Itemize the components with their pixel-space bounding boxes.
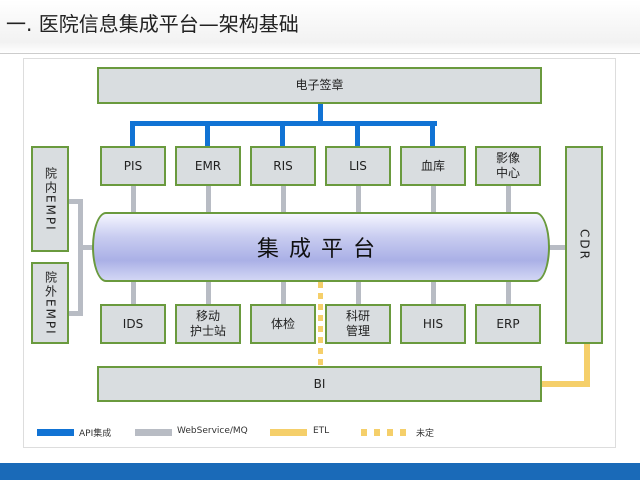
e-signature-box: 电子签章 [97, 67, 542, 104]
legend-etl-label: ETL [313, 426, 330, 436]
ws-connector [548, 245, 565, 250]
system-box-lis: LIS [325, 146, 391, 186]
ws-connector [281, 186, 286, 212]
bi-box: BI [97, 366, 542, 402]
ws-connector [356, 186, 361, 212]
system-box-his: HIS [400, 304, 466, 344]
ws-connector [206, 282, 211, 304]
ws-connector [78, 245, 94, 250]
etl-connector [542, 381, 590, 387]
api-connector [130, 121, 135, 146]
header-background [0, 0, 640, 53]
api-connector [205, 121, 210, 146]
legend-api-label: API集成 [79, 429, 112, 439]
legend-ws-label: WebService/MQ [177, 426, 248, 436]
legend-ws-swatch [135, 429, 172, 436]
cdr-box: CDR [565, 146, 603, 344]
system-box-ris: RIS [250, 146, 316, 186]
page-title: 一. 医院信息集成平台—架构基础 [6, 12, 299, 36]
ws-connector [78, 199, 83, 316]
inner-empi-box: 院内EMPI [31, 146, 69, 252]
ws-connector [281, 282, 286, 304]
integration-platform: 集成平台 [92, 212, 550, 282]
footer-bar [0, 463, 640, 480]
header-divider [0, 53, 640, 54]
api-connector [355, 121, 360, 146]
outer-empi-box: 院外EMPI [31, 262, 69, 344]
ws-connector [69, 199, 83, 204]
ws-connector [131, 282, 136, 304]
system-box-ids: IDS [100, 304, 166, 344]
tbd-connector [318, 282, 323, 366]
legend-etl-swatch [270, 429, 307, 436]
system-box-research: 科研 管理 [325, 304, 391, 344]
system-box-blood-bank: 血库 [400, 146, 466, 186]
ws-connector [431, 282, 436, 304]
ws-connector [206, 186, 211, 212]
etl-connector [584, 344, 590, 387]
ws-connector [69, 311, 83, 316]
legend-tbd-swatch [361, 429, 407, 436]
system-box-emr: EMR [175, 146, 241, 186]
system-box-checkup: 体检 [250, 304, 316, 344]
legend-tbd-label: 未定 [416, 429, 435, 439]
ws-connector [506, 186, 511, 212]
system-box-pis: PIS [100, 146, 166, 186]
ws-connector [506, 282, 511, 304]
ws-connector [356, 282, 361, 304]
api-connector [318, 104, 323, 126]
system-box-mobile-nursing: 移动 护士站 [175, 304, 241, 344]
system-box-erp: ERP [475, 304, 541, 344]
ws-connector [131, 186, 136, 212]
legend-api-swatch [37, 429, 74, 436]
api-connector [430, 121, 435, 146]
api-connector [280, 121, 285, 146]
system-box-imaging: 影像 中心 [475, 146, 541, 186]
ws-connector [431, 186, 436, 212]
